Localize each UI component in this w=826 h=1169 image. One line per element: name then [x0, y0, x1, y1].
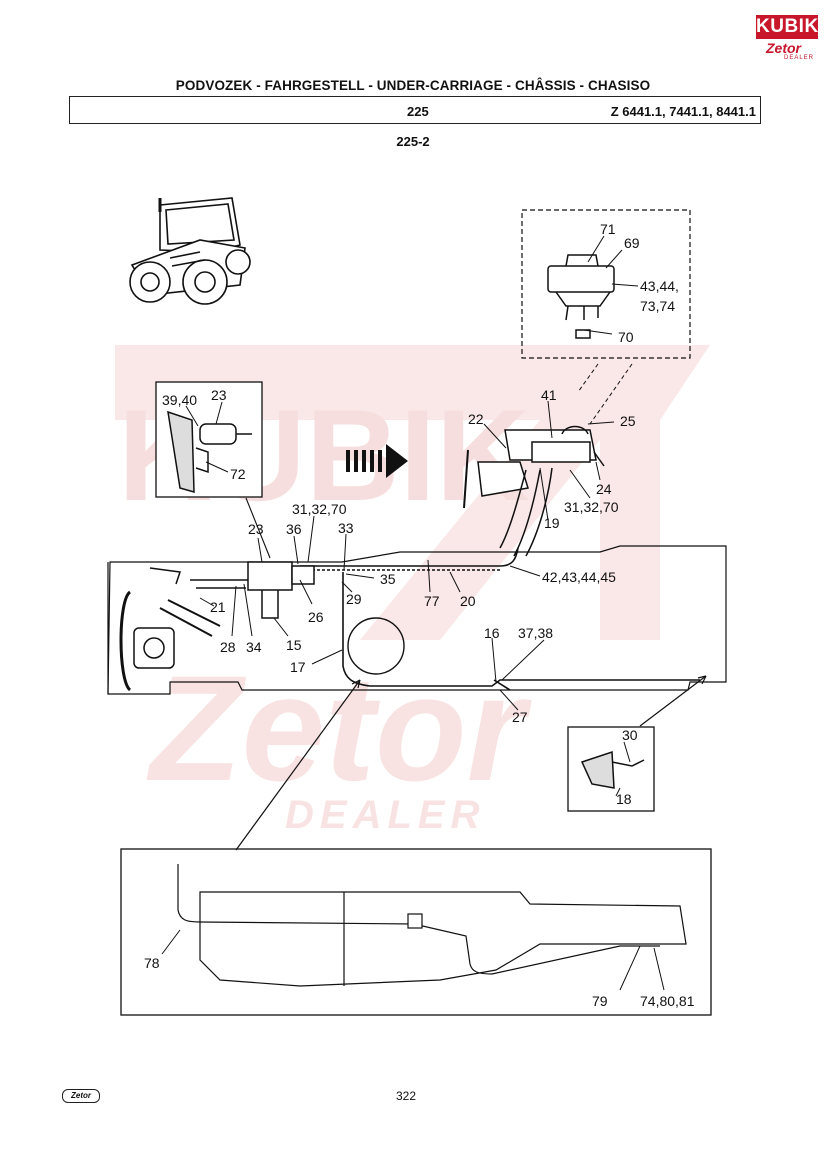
callout-34: 34 — [246, 639, 262, 655]
callout-20: 20 — [460, 593, 476, 609]
callout-77: 77 — [424, 593, 440, 609]
inspection-plate — [347, 617, 405, 675]
direction-arrow-icon — [346, 444, 408, 478]
callout-73-74: 73,74 — [640, 298, 675, 314]
callout-72: 72 — [230, 466, 246, 482]
callout-17: 17 — [290, 659, 306, 675]
logo-name: KUBIK — [756, 15, 819, 39]
valve-assembly — [119, 561, 315, 692]
model-list: Z 6441.1, 7441.1, 8441.1 — [610, 104, 756, 119]
callout-22: 22 — [468, 411, 484, 427]
callout-31-32-70-upper: 31,32,70 — [564, 499, 619, 515]
callout-28: 28 — [220, 639, 236, 655]
section-number: 225 — [407, 104, 429, 119]
callout-26: 26 — [308, 609, 324, 625]
callout-39-40: 39,40 — [162, 392, 197, 408]
callout-23: 23 — [248, 521, 264, 537]
lower-chassis-detail — [177, 864, 687, 987]
callout-24: 24 — [596, 481, 612, 497]
callout-74-80-81: 74,80,81 — [640, 993, 695, 1009]
brake-pipes — [300, 547, 700, 691]
callout-78: 78 — [144, 955, 160, 971]
leader-lower-inset — [235, 679, 361, 851]
inset-reservoir — [521, 209, 691, 359]
callout-29: 29 — [346, 591, 362, 607]
callout-33: 33 — [338, 520, 354, 536]
watermark-middle: Zetor — [146, 644, 533, 812]
callout-31-32-70-lower: 31,32,70 — [292, 501, 347, 517]
callout-79: 79 — [592, 993, 608, 1009]
chassis-frame — [107, 545, 727, 695]
logo-sub: DEALER — [784, 55, 815, 61]
callout-42-45: 42,43,44,45 — [542, 569, 616, 585]
callout-27: 27 — [512, 709, 528, 725]
subsection-number: 225-2 — [396, 134, 430, 149]
brake-master-cylinder — [463, 425, 605, 557]
callout-70-inset: 70 — [618, 329, 634, 345]
inset-lower-chassis — [120, 848, 712, 1016]
callout-25: 25 — [620, 413, 636, 429]
callout-71: 71 — [600, 221, 616, 237]
callout-15: 15 — [286, 637, 302, 653]
callout-23-inset: 23 — [211, 387, 227, 403]
tractor-illustration — [129, 197, 251, 305]
callout-19: 19 — [544, 515, 560, 531]
bracket-detail — [167, 410, 252, 494]
clip-detail — [580, 750, 645, 789]
callout-16: 16 — [484, 625, 500, 641]
callout-36: 36 — [286, 521, 302, 537]
logo-brand: Zetor — [766, 40, 801, 56]
callout-21: 21 — [210, 599, 226, 615]
callout-69: 69 — [624, 235, 640, 251]
leader-lines — [161, 235, 665, 991]
page-number: 322 — [396, 1089, 417, 1103]
zetor-footer-logo: Zetor — [62, 1089, 100, 1103]
leader-inset-clip — [639, 675, 707, 727]
callout-30: 30 — [622, 727, 638, 743]
callout-18: 18 — [616, 791, 632, 807]
callout-37-38: 37,38 — [518, 625, 553, 641]
callout-41: 41 — [541, 387, 557, 403]
watermark: KUBIK Zetor DEALER — [115, 345, 710, 837]
callout-35: 35 — [380, 571, 396, 587]
page-title: PODVOZEK - FAHRGESTELL - UNDER-CARRIAGE … — [175, 78, 651, 93]
kubik-logo: KUBIK Zetor DEALER — [756, 15, 818, 61]
reservoir-detail — [547, 254, 615, 339]
header-box — [69, 96, 761, 124]
watermark-bottom: DEALER — [285, 793, 485, 837]
callout-43-44: 43,44, — [640, 278, 679, 294]
